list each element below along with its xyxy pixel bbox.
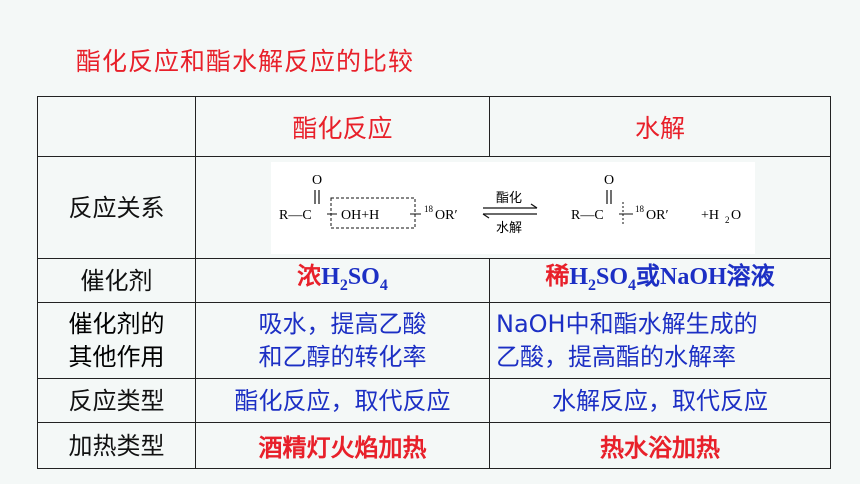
dashed-box — [330, 197, 416, 228]
catalyst-hyd-naoh: NaOH — [660, 263, 727, 290]
other-role-hyd-line2: 乙酸，提高酯的水解率 — [496, 342, 736, 371]
catalyst-hyd-suffix: 溶液 — [726, 261, 775, 290]
catalyst-ester-sub1: 2 — [339, 276, 348, 294]
other-role-row: 催化剂的 其他作用 吸水，提高乙酸 和乙醇的转化率 NaOH中和酯水解生成的 乙… — [37, 302, 831, 379]
or-group-right: OR′ — [646, 208, 669, 223]
other-role-esterification: 吸水，提高乙酸 和乙醇的转化率 — [195, 302, 490, 379]
page-title: 酯化反应和酯水解反应的比较 — [76, 47, 415, 76]
comparison-table: 酯化反应 水解 反应关系 O R—C OH+H 18 OR′ — [37, 96, 831, 469]
catalyst-hydrolysis: 稀H2SO4或NaOH溶液 — [489, 258, 831, 303]
reaction-equation: O R—C OH+H 18 OR′ 酯化 — [271, 161, 755, 254]
oh-h-text: OH+H — [341, 208, 379, 223]
reaction-equation-svg: O R—C OH+H 18 OR′ 酯化 — [279, 173, 741, 235]
isotope-right: 18 — [635, 204, 645, 214]
catalyst-hyd-or: 或 — [636, 261, 660, 290]
forward-arrow-head — [530, 203, 538, 208]
other-role-ester-line1: 吸水，提高乙酸 — [258, 309, 427, 338]
catalyst-row: 催化剂 浓H2SO4 稀H2SO4或NaOH溶液 — [37, 258, 831, 303]
water-sub: 2 — [725, 215, 730, 225]
catalyst-hyd-h: H — [569, 263, 588, 290]
heating-label: 加热类型 — [37, 422, 196, 469]
catalyst-ester-so: SO — [347, 263, 380, 290]
other-role-label: 催化剂的 其他作用 — [37, 302, 196, 379]
heating-row: 加热类型 酒精灯火焰加热 热水浴加热 — [37, 422, 831, 469]
reverse-arrow-head — [482, 213, 490, 218]
heating-hydrolysis: 热水浴加热 — [600, 434, 720, 462]
other-role-label-line2: 其他作用 — [68, 342, 165, 371]
catalyst-hyd-so: SO — [595, 263, 628, 290]
other-role-hyd-line1: NaOH中和酯水解生成的 — [496, 309, 758, 338]
heating-hydrolysis-cell: 热水浴加热 — [489, 422, 831, 469]
header-empty — [37, 96, 196, 157]
right-r-group: R—C — [571, 208, 604, 223]
heating-esterification: 酒精灯火焰加热 — [258, 434, 427, 462]
reaction-row: 反应关系 O R—C OH+H 18 OR′ 酯化 — [37, 156, 831, 259]
right-carbonyl-o: O — [604, 173, 614, 188]
other-role-ester-line2: 和乙醇的转化率 — [258, 342, 427, 371]
catalyst-hyd-prefix: 稀 — [545, 261, 570, 290]
catalyst-ester-h: H — [321, 263, 340, 290]
left-r-group: R—C — [279, 208, 312, 223]
forward-label: 酯化 — [496, 190, 522, 205]
catalyst-ester-prefix: 浓 — [297, 261, 322, 290]
left-carbonyl-o: O — [312, 173, 322, 188]
water-plus-h: +H — [701, 208, 719, 223]
catalyst-ester-sub2: 4 — [379, 276, 388, 294]
type-esterification: 酯化反应，取代反应 — [195, 378, 490, 423]
catalyst-esterification: 浓H2SO4 — [195, 258, 490, 303]
catalyst-label: 催化剂 — [37, 258, 196, 303]
heating-esterification-cell: 酒精灯火焰加热 — [195, 422, 490, 469]
catalyst-hyd-sub2: 4 — [628, 276, 636, 294]
type-label: 反应类型 — [37, 378, 196, 423]
type-row: 反应类型 酯化反应，取代反应 水解反应，取代反应 — [37, 378, 831, 423]
reaction-label: 反应关系 — [37, 156, 196, 259]
or-group-left: OR′ — [435, 208, 458, 223]
other-role-hydrolysis: NaOH中和酯水解生成的 乙酸，提高酯的水解率 — [489, 302, 831, 379]
catalyst-hyd-sub1: 2 — [587, 276, 596, 294]
type-hydrolysis: 水解反应，取代反应 — [489, 378, 831, 423]
water-o: O — [731, 208, 741, 223]
other-role-label-line1: 催化剂的 — [68, 309, 165, 338]
reaction-cell: O R—C OH+H 18 OR′ 酯化 — [195, 156, 831, 259]
header-hydrolysis: 水解 — [489, 96, 831, 157]
isotope-left: 18 — [424, 204, 434, 214]
header-row: 酯化反应 水解 — [37, 96, 831, 157]
header-esterification: 酯化反应 — [195, 96, 490, 157]
reverse-label: 水解 — [496, 220, 522, 235]
